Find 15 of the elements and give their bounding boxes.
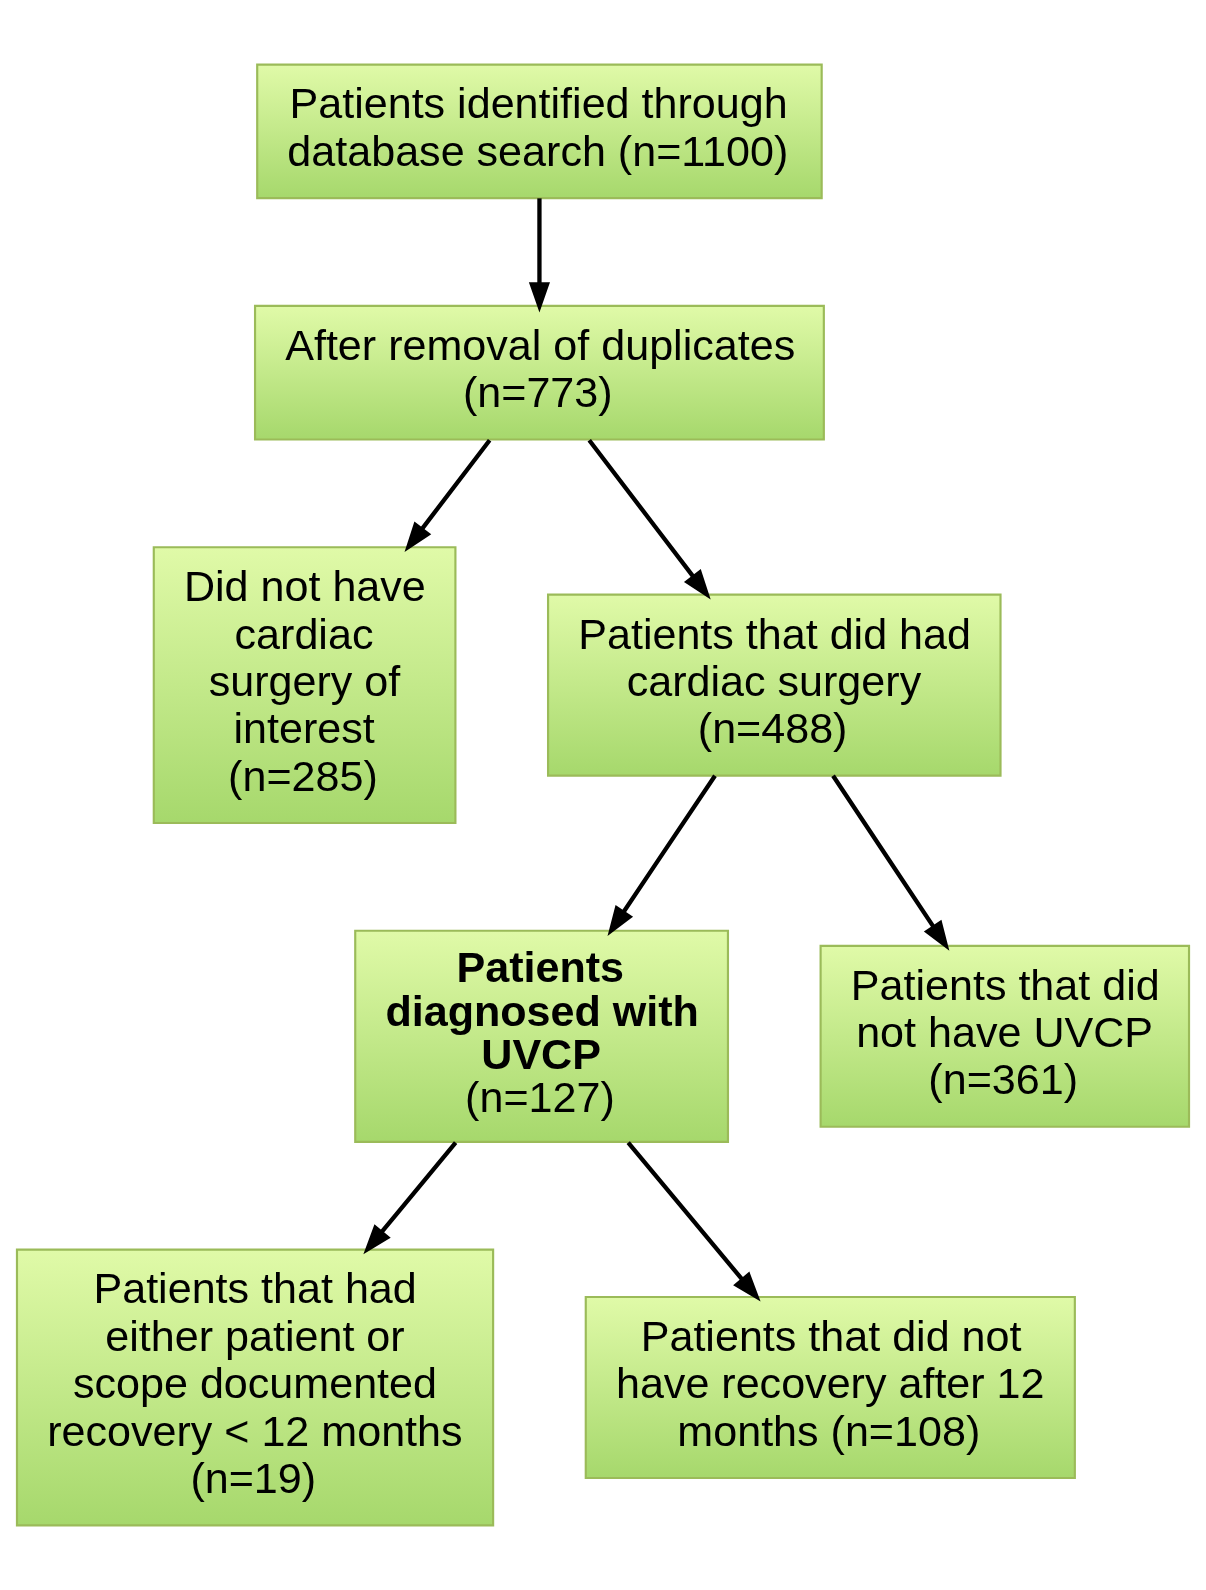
arrow bbox=[831, 774, 950, 951]
node-box: Did not have cardiac surgery of interest (n=285) bbox=[152, 546, 457, 825]
node-box: Patients that had either patient or scope documented recovery < 12 months (n=19) bbox=[15, 1248, 495, 1527]
arrow bbox=[587, 438, 711, 600]
node-box: After removal of duplicates (n=773) bbox=[253, 304, 825, 441]
arrow bbox=[404, 438, 492, 552]
node-box: Patients identified through database search (n=1100) bbox=[256, 63, 823, 200]
arrow bbox=[528, 198, 550, 313]
node-box: Patients that did not have UVCP (n=361) bbox=[819, 944, 1191, 1128]
arrow bbox=[607, 774, 717, 936]
node-box: Patients diagnosed with UVCP (n=127) bbox=[354, 929, 730, 1143]
arrow bbox=[626, 1141, 761, 1302]
node-box: Patients that did had cardiac surgery (n=488) bbox=[547, 593, 1002, 777]
node-box: Patients that did not have recovery after 12 months (n=108) bbox=[584, 1295, 1076, 1480]
arrow bbox=[363, 1141, 458, 1255]
